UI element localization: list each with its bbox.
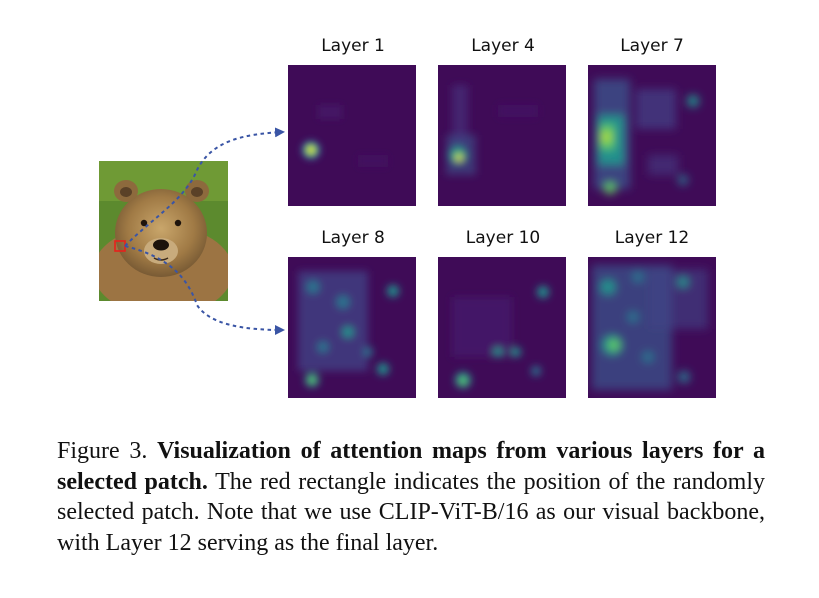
bear-photo bbox=[99, 161, 228, 301]
layer-label-12: Layer 12 bbox=[614, 228, 690, 248]
caption-title: Visualization of attention maps from var… bbox=[57, 438, 765, 495]
attention-map-layer-1 bbox=[288, 65, 416, 206]
layer-label-10: Layer 10 bbox=[465, 228, 541, 248]
caption-body: The red rectangle indicates the position… bbox=[57, 468, 766, 556]
layer-label-1: Layer 1 bbox=[321, 36, 385, 56]
attention-map-layer-4 bbox=[438, 65, 566, 206]
attention-map-layer-10 bbox=[438, 257, 566, 398]
caption-label: Figure 3. bbox=[57, 438, 148, 464]
attention-figure: Layer 1 Layer 4 Layer 7 Layer 8 Layer 10… bbox=[99, 36, 716, 398]
layer-label-7: Layer 7 bbox=[620, 36, 684, 56]
attention-map-layer-8 bbox=[288, 257, 416, 398]
layer-label-4: Layer 4 bbox=[471, 36, 535, 56]
layer-label-8: Layer 8 bbox=[321, 228, 385, 248]
attention-map-layer-7 bbox=[588, 65, 716, 206]
figure-caption: Figure 3. Visualization of attention map… bbox=[57, 436, 765, 558]
attention-map-layer-12 bbox=[588, 257, 716, 398]
